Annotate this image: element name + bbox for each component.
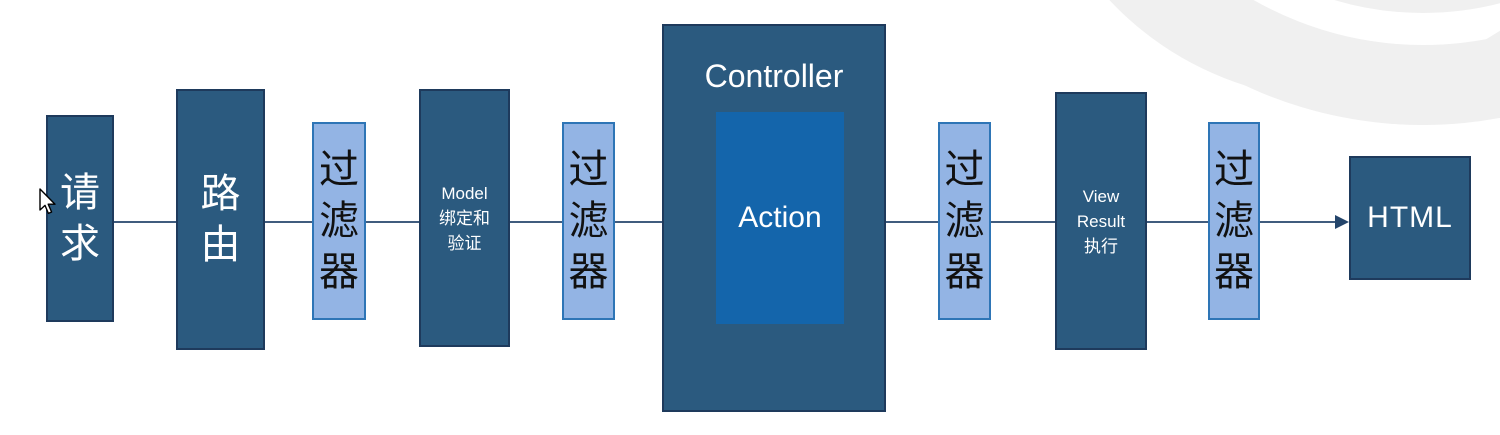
request-label: 请 求 (60, 170, 100, 266)
action-box: Action (716, 112, 844, 324)
controller-label: Controller (704, 58, 844, 94)
routing-label: 路 由 (200, 171, 241, 267)
filter-label-1: 过 滤 器 (319, 147, 359, 294)
filter-label-4: 过 滤 器 (1214, 147, 1254, 294)
arrowhead-icon (1335, 215, 1349, 229)
filter-box-2: 过 滤 器 (562, 122, 615, 320)
filter-box-4: 过 滤 器 (1208, 122, 1260, 320)
filter-label-3: 过 滤 器 (944, 147, 985, 294)
mouse-cursor-icon (39, 188, 56, 215)
filter-box-3: 过 滤 器 (938, 122, 991, 320)
filter-box-1: 过 滤 器 (312, 122, 366, 320)
arc-white-ring (1253, 0, 1500, 45)
model-binding-label: Model 绑定和 验证 (439, 183, 490, 253)
html-output-label: HTML (1367, 201, 1453, 234)
view-result-label: View Result 执行 (1076, 186, 1126, 256)
routing-box: 路 由 (176, 89, 265, 350)
request-box: 请 求 (46, 115, 114, 322)
arc-thin-band (1109, 0, 1500, 100)
filter-label-2: 过 滤 器 (568, 147, 609, 294)
action-label: Action (738, 201, 822, 234)
html-output-box: HTML (1349, 156, 1471, 280)
view-result-box: View Result 执行 (1055, 92, 1147, 350)
model-binding-box: Model 绑定和 验证 (419, 89, 510, 347)
controller-box: Controller Action (662, 24, 886, 412)
